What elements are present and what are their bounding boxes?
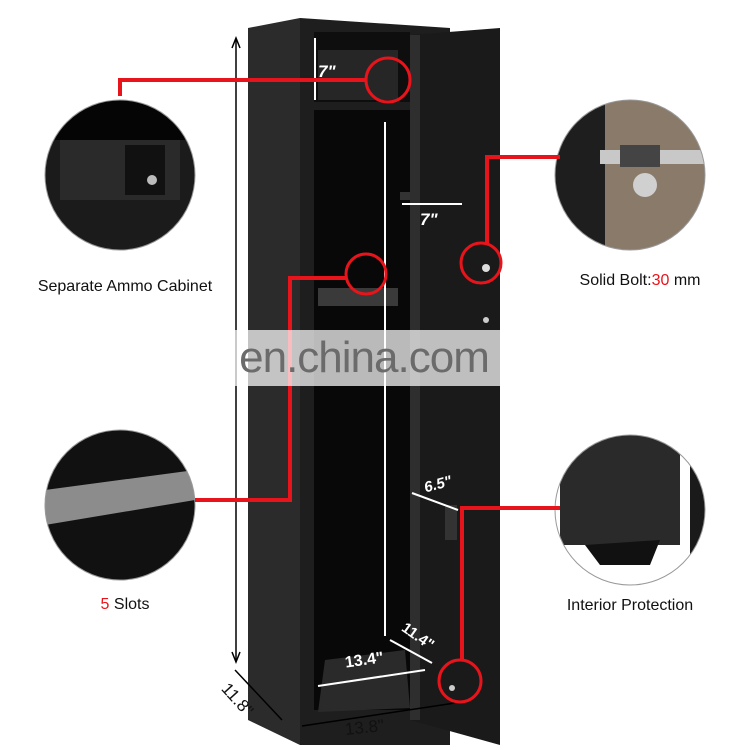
ammo-cabinet-label: Separate Ammo Cabinet	[37, 278, 213, 295]
outer-width-label: 13.8"	[344, 716, 385, 739]
ammo-width-label: 7"	[420, 210, 438, 229]
slots-label: 5 Slots	[101, 596, 150, 614]
callout-bolt-thumb	[554, 99, 706, 251]
watermark: en.china.com	[228, 330, 500, 386]
callout-leaders	[118, 56, 560, 704]
bolt-label-prefix: Solid Bolt:	[579, 272, 652, 289]
callout-slots-thumb	[44, 429, 196, 581]
solid-bolt-label: Solid Bolt:30 mm	[580, 272, 701, 290]
slots-label-suffix: Slots	[109, 596, 150, 613]
callout-interior-thumb	[554, 434, 706, 586]
slots-count: 5	[100, 596, 110, 613]
cabinet-body	[248, 18, 500, 745]
interior-protection-label: Interior Protection	[566, 597, 694, 614]
callout-ammo-thumb	[44, 99, 196, 251]
bolt-label-suffix: mm	[669, 272, 701, 289]
ammo-height-label: 7"	[318, 62, 336, 81]
bolt-size-value: 30	[651, 272, 670, 289]
